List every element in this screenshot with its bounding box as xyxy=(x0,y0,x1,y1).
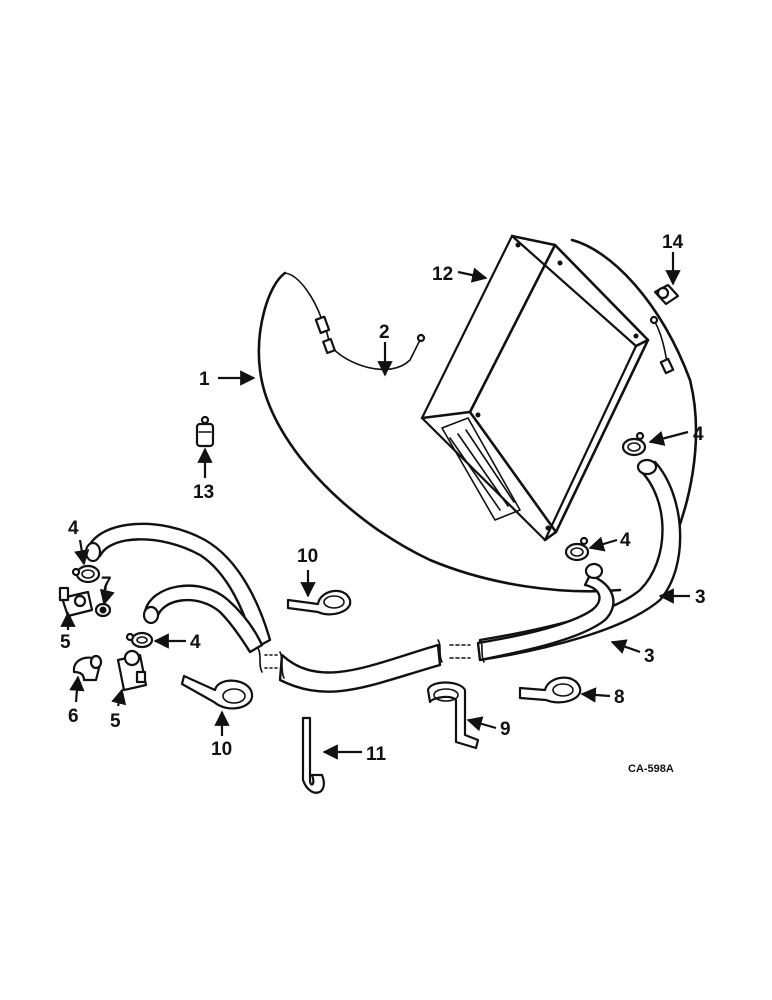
hose-clamp-right-lower xyxy=(564,536,590,562)
fitting xyxy=(94,602,112,618)
connector-plug xyxy=(195,415,215,448)
box-lead-connector xyxy=(659,357,675,375)
hose-bracket-upper xyxy=(286,589,352,616)
callout-7: 7 xyxy=(101,574,112,595)
callout-14: 14 xyxy=(662,232,684,253)
callout-4-left-upper: 4 xyxy=(68,518,79,539)
cable-clip xyxy=(653,283,680,306)
callout-4-left-lower: 4 xyxy=(190,632,201,653)
hose-clamp-left-upper xyxy=(71,564,101,584)
callout-10-lower: 10 xyxy=(211,739,232,760)
callout-13: 13 xyxy=(193,482,214,503)
arrow-4-right-upper xyxy=(648,430,689,446)
mounting-bracket-9 xyxy=(426,681,480,750)
callout-3-upper: 3 xyxy=(695,587,706,608)
callout-5-upper: 5 xyxy=(60,632,71,653)
arrow-9 xyxy=(466,716,497,732)
drawing-code: CA-598A xyxy=(628,763,674,775)
arrow-12 xyxy=(457,267,488,283)
callout-12: 12 xyxy=(432,264,453,285)
fender-shield xyxy=(257,271,622,593)
hose-center xyxy=(257,643,442,693)
hose-bracket-lower xyxy=(180,674,254,710)
callout-6: 6 xyxy=(68,706,79,727)
callout-4-right-lower: 4 xyxy=(620,530,631,551)
hose-right-lower xyxy=(476,562,615,662)
callout-9: 9 xyxy=(500,719,511,740)
callout-4-right-upper: 4 xyxy=(693,424,704,445)
mounting-bracket-8 xyxy=(518,676,582,704)
arrow-4-left-upper xyxy=(74,539,90,566)
hose-left-short xyxy=(142,584,264,654)
callout-1: 1 xyxy=(199,369,210,390)
hose-clamp-left-lower xyxy=(125,631,154,649)
arrow-4-right-lower xyxy=(588,536,618,552)
hose-break-mark-center xyxy=(437,639,485,663)
arrow-3-lower xyxy=(610,639,641,654)
arrow-5-lower xyxy=(111,688,127,707)
wire-harness xyxy=(314,315,426,371)
callout-3-lower: 3 xyxy=(644,646,655,667)
box-lead-terminal xyxy=(649,315,659,325)
callout-11: 11 xyxy=(366,744,387,765)
shutoff-valve-upper xyxy=(58,586,94,618)
callout-8: 8 xyxy=(614,687,625,708)
elbow-fitting xyxy=(72,654,103,682)
control-box xyxy=(420,234,650,542)
shutoff-valve-lower xyxy=(116,649,148,692)
callout-10-upper: 10 xyxy=(297,546,318,567)
hose-clamp-right-upper xyxy=(621,431,647,457)
callout-5-lower: 5 xyxy=(110,711,121,732)
arrow-8 xyxy=(580,687,611,703)
fender-shield-top-cable xyxy=(284,272,323,321)
fender-shield-right-edge xyxy=(570,238,698,562)
callout-2: 2 xyxy=(379,322,390,343)
arrow-6 xyxy=(69,675,85,703)
arrow-7 xyxy=(99,588,115,606)
hose-hook-11 xyxy=(301,716,325,794)
